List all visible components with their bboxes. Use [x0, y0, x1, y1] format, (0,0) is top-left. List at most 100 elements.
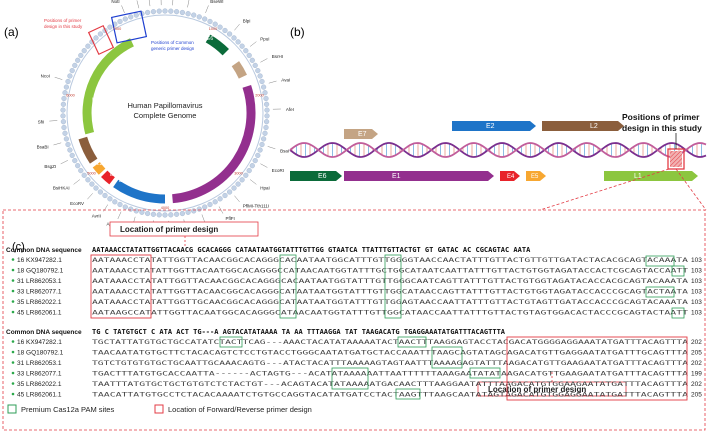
gene-label-e2: E2 [145, 182, 153, 188]
site-tick [74, 180, 80, 185]
blue-note-line1: Positions of Common [151, 40, 194, 45]
row-number: 103 [691, 310, 702, 317]
genome-bead [86, 177, 91, 182]
genome-bead [202, 205, 207, 210]
arrow-label-l2: L2 [590, 123, 598, 130]
primer-note-line2: design in this study [622, 123, 702, 133]
row-sequence: AATAAACCTATATTGGTTGCAACGGCACAGGGCATAATAA… [92, 299, 688, 306]
restriction-site-label: BsaBI [37, 144, 49, 149]
genome-bead [264, 119, 269, 124]
genome-bead [264, 125, 269, 130]
genome-bead [213, 199, 218, 204]
restriction-site-label: BseWI [210, 0, 223, 4]
legend-primer: Location of Forward/Reverse primer desig… [168, 405, 312, 414]
site-tick [87, 193, 92, 199]
gene-arrow-l1 [604, 171, 698, 181]
row-number: 103 [691, 299, 702, 306]
primer-note-line1: Positions of primer [622, 112, 700, 122]
genome-bead [72, 63, 77, 68]
red-note-line1: Positions of primer [44, 18, 82, 23]
site-tick [268, 146, 276, 148]
genome-bead [118, 202, 123, 207]
genome-bead [157, 212, 162, 217]
panel-b: E7 E6 E1 E2 E4 E5 L2 L1 Positions of pri… [290, 112, 706, 181]
gene-arc-l1 [87, 42, 132, 133]
row-marker [12, 372, 15, 375]
site-tick [118, 212, 121, 219]
row-marker [12, 258, 15, 261]
genome-bead [227, 190, 232, 195]
genome-bead [208, 19, 213, 24]
genome-bead [66, 142, 71, 147]
row-name: 31 LR862053.1 [17, 360, 62, 367]
genome-bead [75, 58, 80, 63]
restriction-site-label: BsaI [280, 148, 289, 153]
genome-bead [218, 25, 223, 30]
site-tick [137, 0, 139, 8]
genome-bead [64, 137, 69, 142]
row-marker [12, 340, 15, 343]
row-name: 18 GQ180792.1 [17, 350, 64, 357]
genome-bead [240, 177, 245, 182]
legend-pam: Premium Cas12a PAM sites [21, 405, 114, 414]
row-sequence: TGCTATTATGTGCTGCCATATCTACTTCAG---AAACTAC… [92, 339, 688, 346]
genome-bead [94, 36, 99, 41]
restriction-site-label: AvaI [281, 78, 290, 83]
row-number: 202 [691, 339, 702, 346]
arrow-label-e7: E7 [358, 131, 367, 138]
genome-bead [180, 211, 185, 216]
row-number: 103 [691, 289, 702, 296]
site-tick [188, 0, 190, 7]
row-name: 33 LR862077.1 [17, 289, 62, 296]
genome-bead [128, 207, 133, 212]
row-marker [12, 311, 15, 314]
gene-label-e6: E6 [207, 36, 213, 42]
row-name: 45 LR862061.1 [17, 392, 62, 399]
restriction-site-label: BsrHI [272, 54, 283, 59]
arrow-label-e6: E6 [318, 173, 327, 180]
panel-c: Location of primer design Location of pr… [3, 210, 705, 430]
genome-bead [72, 158, 77, 163]
genome-bead [208, 202, 213, 207]
genome-bead [191, 13, 196, 18]
restriction-site-label: EcoRV [70, 201, 84, 206]
gene-label-e5: E5 [110, 172, 116, 178]
panel-a-label: (a) [4, 25, 19, 39]
genome-bead [261, 137, 266, 142]
restriction-site-label: PflMI-Tth111I [243, 204, 269, 209]
genome-bead [250, 58, 255, 63]
genome-bead [157, 9, 162, 14]
genome-bead [174, 212, 179, 217]
restriction-site-label: NotI [111, 0, 119, 4]
row-number: 205 [691, 392, 702, 399]
red-note-line2: design in this study [44, 24, 83, 29]
site-tick [202, 215, 205, 223]
genome-bead [103, 193, 108, 198]
row-name: 18 GQ180792.1 [17, 268, 64, 275]
genome-bead [168, 212, 173, 217]
arrow-label-e2: E2 [486, 123, 495, 130]
row-sequence: AATAAACCTATATTGGTTACAACGGCACAGGGCACAATAA… [92, 278, 688, 285]
restriction-site-label: BlpI [243, 18, 251, 23]
row-name: 45 LR862061.1 [17, 310, 62, 317]
genome-bead [232, 36, 237, 41]
genome-bead [250, 163, 255, 168]
genome-title-line1: Human Papillomavirus [127, 101, 202, 110]
position-label: 3000 [234, 172, 242, 176]
genome-bead [86, 44, 91, 49]
genome-bead [247, 53, 252, 58]
row-number: 103 [691, 257, 702, 264]
row-sequence: AATAAACCTATATTGGTTACAACGGCACAGGGCACAATAA… [92, 257, 688, 264]
genome-bead [197, 207, 202, 212]
genome-bead [61, 102, 66, 107]
genome-bead [61, 108, 66, 113]
restriction-site-label: HpaI [260, 186, 270, 191]
common-seq-2: TG C TATGTGCT C ATA ACT TG---A AGTACATAT… [92, 328, 506, 336]
row-marker [12, 279, 15, 282]
genome-bead [218, 196, 223, 201]
genome-bead [90, 182, 95, 187]
row-sequence: AATAAACCTATATTGGTTACAACGGCACAGGGCATAATAA… [92, 289, 688, 296]
row-number: 202 [691, 381, 702, 388]
row-number: 205 [691, 350, 702, 357]
